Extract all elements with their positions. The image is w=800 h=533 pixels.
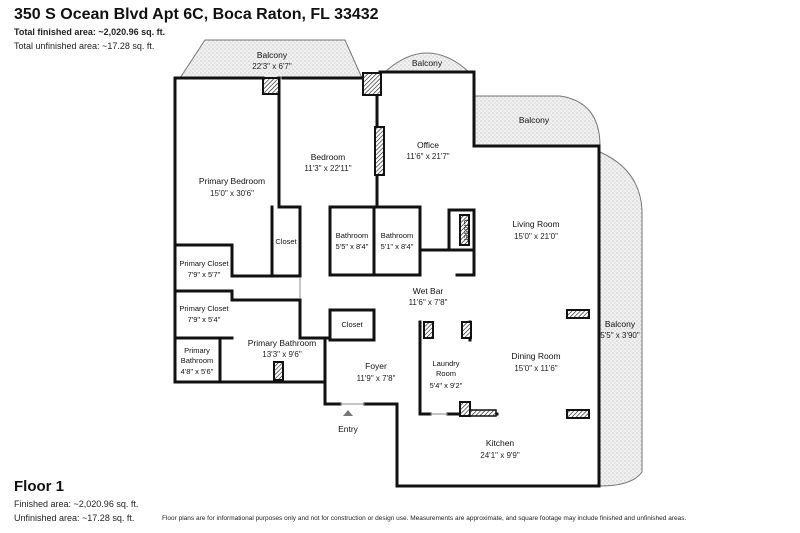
wet-bar-name: Wet Bar bbox=[413, 286, 444, 296]
primary-bathroom-name: Primary Bathroom bbox=[248, 338, 317, 348]
disclaimer: Floor plans are for informational purpos… bbox=[162, 515, 687, 522]
balcony-top-dims: 22'3" x 6'7" bbox=[252, 62, 292, 71]
balcony-right-name: Balcony bbox=[605, 319, 636, 329]
kitchen-name: Kitchen bbox=[486, 438, 515, 448]
primary-closet-1-name: Primary Closet bbox=[179, 259, 229, 268]
primary-bathroom-dims: 13'3" x 9'6" bbox=[262, 350, 302, 359]
primary-bath-small-name-1: Primary bbox=[184, 346, 210, 355]
laundry-dims: 5'4" x 9'2" bbox=[430, 381, 463, 390]
living-room-name: Living Room bbox=[512, 219, 559, 229]
primary-bedroom-name: Primary Bedroom bbox=[199, 176, 265, 186]
structural-columns bbox=[262, 72, 590, 419]
dining-room-dims: 15'0" x 11'6" bbox=[514, 364, 557, 373]
balcony-office-name: Balcony bbox=[412, 58, 443, 68]
foyer-name: Foyer bbox=[365, 361, 387, 371]
bathroom-2-dims: 5'1" x 8'4" bbox=[381, 242, 414, 251]
entry-label: Entry bbox=[338, 424, 359, 434]
floor-finished-area: Finished area: ~2,020.96 sq. ft. bbox=[14, 499, 139, 509]
primary-closet-2-dims: 7'9" x 5'4" bbox=[188, 315, 221, 324]
dining-room-name: Dining Room bbox=[511, 351, 560, 361]
closet-hall-name: Closet bbox=[341, 320, 363, 329]
floor-title: Floor 1 bbox=[14, 478, 65, 495]
floor-unfinished-area: Unfinished area: ~17.28 sq. ft. bbox=[14, 513, 135, 523]
bedroom-dims: 11'3" x 22'11" bbox=[304, 164, 351, 173]
property-address: 350 S Ocean Blvd Apt 6C, Boca Raton, FL … bbox=[14, 6, 379, 23]
foyer-dims: 11'9" x 7'8" bbox=[357, 374, 396, 383]
primary-bath-small-name-2: Bathroom bbox=[181, 356, 214, 365]
balcony-right-area bbox=[599, 151, 643, 487]
living-room-dims: 15'0" x 21'0" bbox=[514, 232, 558, 241]
closet-office-name: Closet bbox=[462, 219, 471, 241]
openings bbox=[299, 278, 448, 415]
bathroom-1-dims: 5'5" x 8'4" bbox=[336, 242, 369, 251]
total-finished-area: Total finished area: ~2,020.96 sq. ft. bbox=[14, 27, 166, 37]
office-dims: 11'6" x 21'7" bbox=[406, 152, 449, 161]
kitchen-dims: 24'1" x 9'9" bbox=[480, 451, 520, 460]
balcony-right-dims: 5'5" x 3'90" bbox=[600, 331, 640, 340]
balcony-office-area bbox=[383, 52, 471, 73]
bathroom-1-name: Bathroom bbox=[336, 231, 369, 240]
bedroom-name: Bedroom bbox=[311, 152, 346, 162]
laundry-name-2: Room bbox=[436, 369, 456, 378]
total-unfinished-area: Total unfinished area: ~17.28 sq. ft. bbox=[14, 41, 155, 51]
bathroom-2-name: Bathroom bbox=[381, 231, 414, 240]
office-name: Office bbox=[417, 140, 439, 150]
laundry-name-1: Laundry bbox=[432, 359, 459, 368]
primary-closet-1-dims: 7'9" x 5'7" bbox=[188, 270, 221, 279]
balcony-right-top-name: Balcony bbox=[519, 115, 550, 125]
closet-bedroom-name: Closet bbox=[275, 237, 297, 246]
wet-bar-dims: 11'6" x 7'8" bbox=[409, 298, 448, 307]
balcony-top-name: Balcony bbox=[257, 50, 288, 60]
primary-bath-small-dims: 4'8" x 5'6" bbox=[181, 367, 214, 376]
entry-arrow-icon bbox=[343, 410, 353, 416]
primary-closet-2-name: Primary Closet bbox=[179, 304, 229, 313]
primary-bedroom-dims: 15'0" x 30'6" bbox=[210, 189, 254, 198]
